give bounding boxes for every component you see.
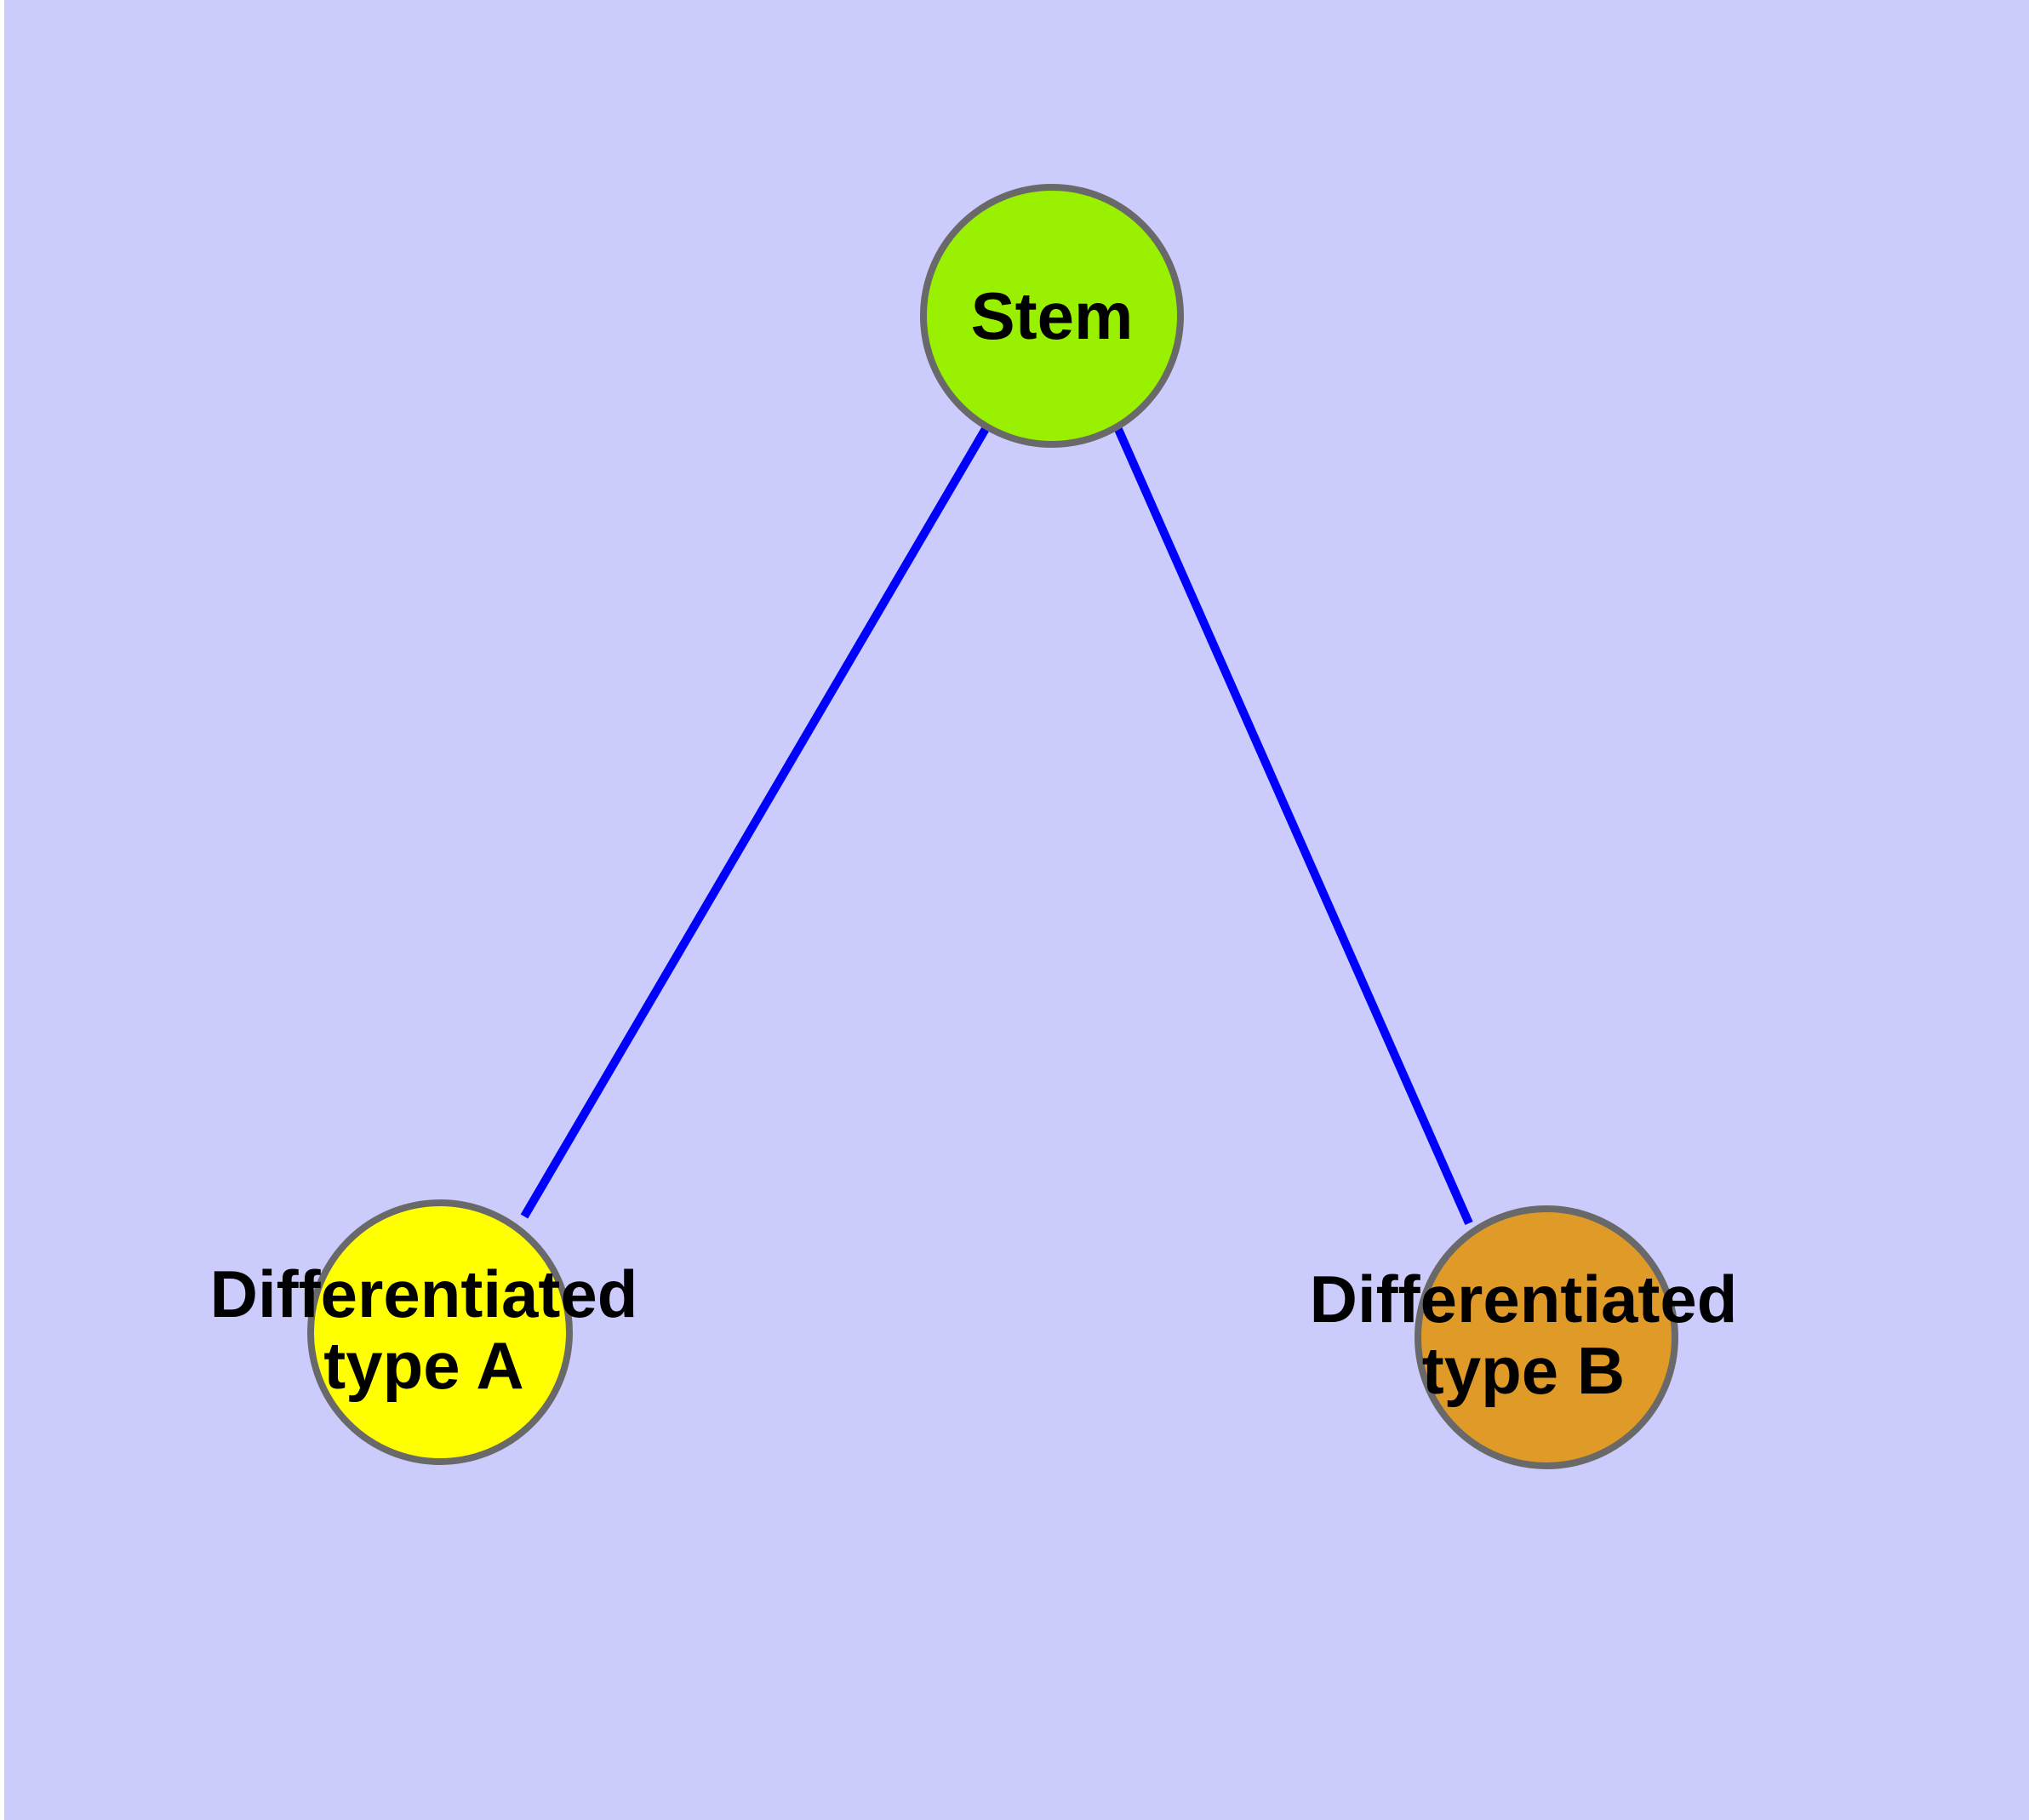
graph-node-stem[interactable] bbox=[920, 184, 1184, 448]
graph-node-diff_a[interactable] bbox=[307, 1199, 573, 1465]
nodes-layer bbox=[307, 184, 1678, 1469]
graph-node-diff_b[interactable] bbox=[1415, 1205, 1678, 1469]
edges-layer bbox=[520, 425, 1473, 1226]
graph-edge-stem-diff_a[interactable] bbox=[520, 425, 991, 1219]
graph-edge-stem-diff_b[interactable] bbox=[1113, 425, 1473, 1226]
